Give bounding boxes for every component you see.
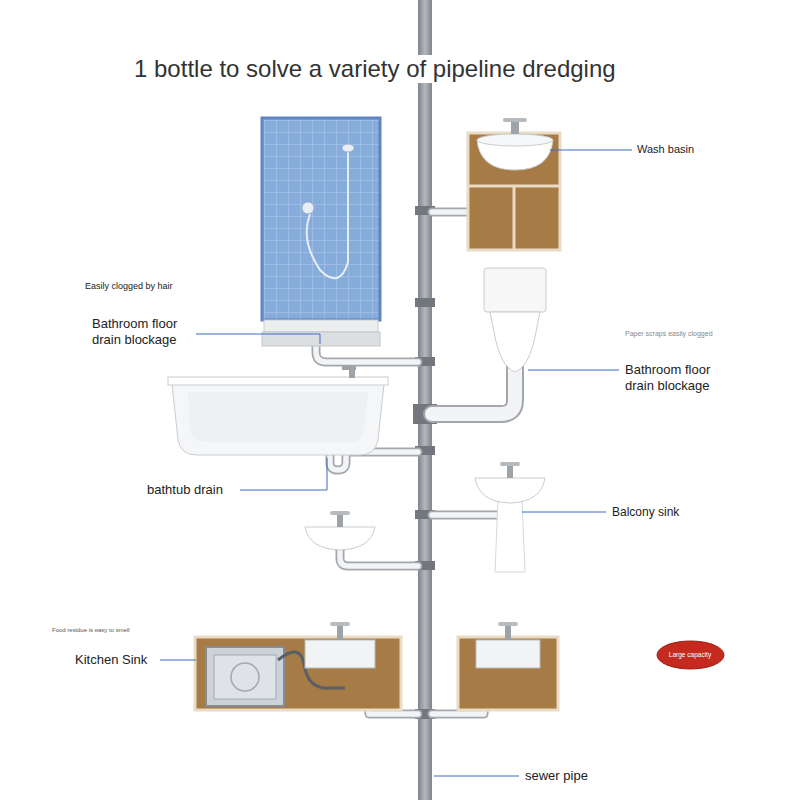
label-holder: Balcony sink — [612, 505, 679, 520]
page-title: 1 bottle to solve a variety of pipeline … — [132, 55, 618, 83]
shower-head — [342, 144, 354, 152]
balcony-sink — [475, 478, 545, 503]
callout-label: Bathroom floor drain blockage — [625, 362, 725, 395]
shower-wall — [262, 118, 380, 320]
callout-label: sewer pipe — [525, 768, 588, 784]
label-holder: Bathroom floor drain blockage — [625, 362, 725, 395]
basin-rim — [477, 134, 553, 146]
shower-hose — [307, 214, 348, 278]
callout-label: Paper scraps easily clogged — [625, 330, 713, 339]
kitchen-cabinet — [458, 637, 558, 710]
label-holder: Wash basin — [637, 143, 694, 157]
leader-lines — [160, 150, 632, 776]
pipe-joint — [415, 298, 435, 307]
vanity-cabinet — [468, 133, 560, 250]
faucet — [505, 624, 511, 640]
leader-line — [522, 512, 606, 513]
toilet-pipe — [432, 362, 515, 414]
faucet — [511, 120, 519, 134]
label-holder: sewer pipe — [525, 768, 588, 784]
faucet — [337, 513, 343, 527]
leader-line — [240, 458, 327, 490]
faucet — [337, 624, 343, 640]
callout-label: Food residue is easy to smell — [52, 627, 130, 635]
title-holder: 1 bottle to solve a variety of pipeline … — [132, 55, 618, 83]
kitchen-sink-basin — [305, 640, 375, 668]
sewer-pipe — [418, 0, 432, 800]
callout-label: Kitchen Sink — [75, 652, 147, 668]
label-holder: Kitchen Sink — [75, 652, 147, 668]
badge-text: Large capacity — [669, 651, 711, 659]
callout-label: bathtub drain — [147, 482, 223, 498]
dishwasher — [206, 647, 284, 706]
dishwasher-window — [231, 663, 259, 691]
toilet-pipe-outline — [432, 362, 515, 414]
faucet-handle — [503, 118, 527, 122]
label-holder: Food residue is easy to smell — [52, 627, 130, 635]
badge-ellipse-fill — [657, 641, 724, 669]
tub-spout — [342, 366, 356, 370]
leader-line — [550, 150, 632, 151]
sink-basin — [476, 640, 540, 668]
shower-knob — [302, 202, 314, 214]
toilet-tank — [484, 268, 546, 312]
leader-line — [160, 660, 196, 661]
faucet — [507, 464, 513, 478]
faucet-handle — [498, 622, 518, 626]
label-holder: Paper scraps easily clogged — [625, 330, 713, 339]
faucet-handle — [500, 462, 520, 466]
callout-label: Balcony sink — [612, 505, 679, 520]
wall-basin — [305, 527, 375, 550]
label-holder: Easily clogged by hair — [85, 281, 173, 292]
pipe-joints — [413, 206, 437, 719]
faucet-handle — [330, 511, 350, 515]
toilet-bowl — [490, 312, 540, 372]
callout-label: Easily clogged by hair — [85, 281, 173, 292]
leader-line — [196, 334, 320, 344]
dishwasher-door — [214, 655, 276, 699]
leader-line — [528, 370, 619, 371]
shower-tray — [264, 320, 378, 332]
faucet-handle — [330, 622, 350, 626]
shower-rail — [347, 150, 349, 262]
leader-line — [434, 776, 519, 777]
badge-ellipse: Large capacity — [656, 640, 725, 670]
sink-pedestal — [495, 500, 525, 572]
callout-label: Bathroom floor drain blockage — [92, 316, 192, 349]
bathtub — [172, 384, 384, 455]
callout-label: Wash basin — [637, 143, 694, 157]
kitchen-cabinet — [195, 637, 401, 710]
bathtub-rim — [168, 377, 388, 385]
label-holder: Bathroom floor drain blockage — [92, 316, 192, 349]
bathtub-inner — [188, 392, 368, 442]
label-holder: bathtub drain — [147, 482, 223, 498]
cabinet-divider — [513, 186, 516, 250]
